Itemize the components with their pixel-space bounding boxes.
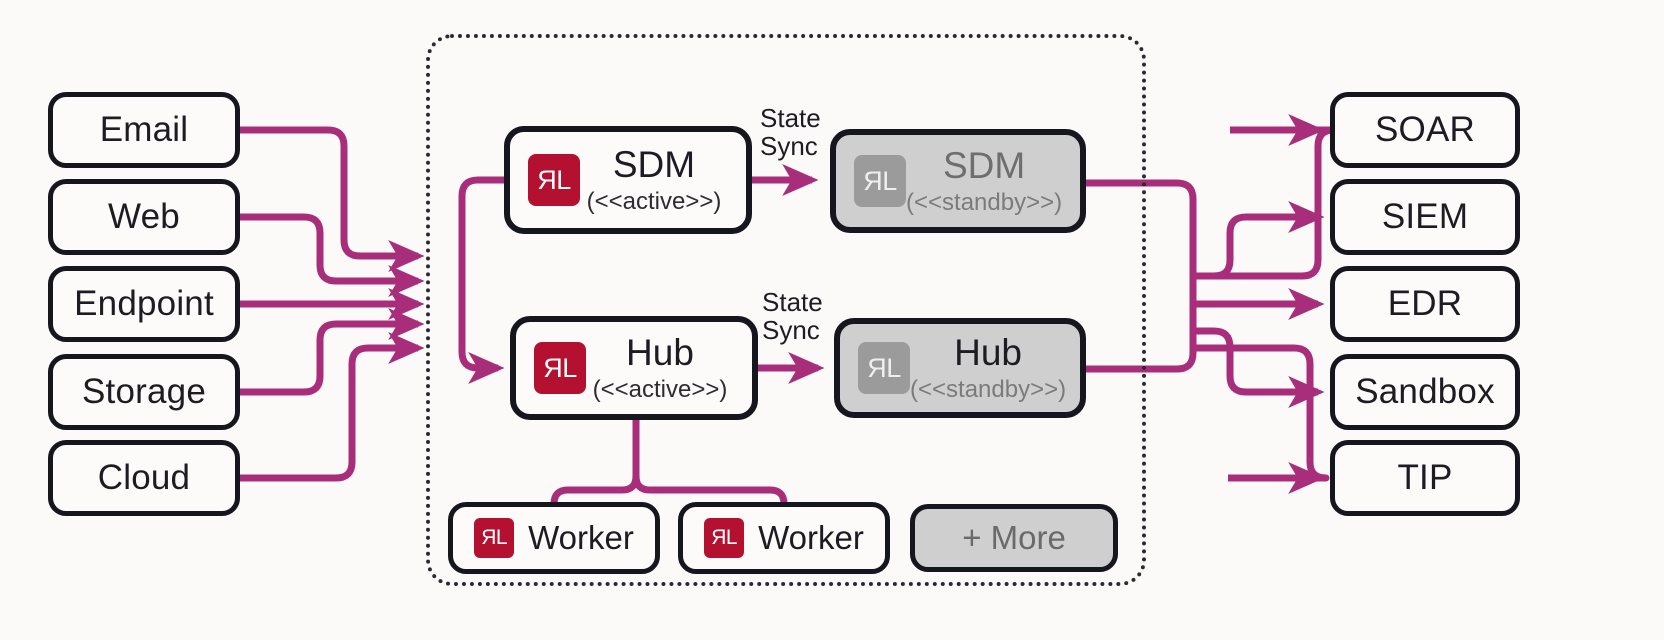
output-label: Sandbox: [1355, 372, 1495, 411]
service-title: Hub: [954, 332, 1022, 373]
worker-box-add-more[interactable]: + More: [910, 504, 1118, 572]
rl-logo-icon: ЯL: [858, 342, 910, 394]
input-box-storage[interactable]: Storage: [48, 354, 240, 430]
wire-storage: [240, 307, 425, 396]
input-label: Endpoint: [74, 284, 214, 323]
wire-soar-path: [1193, 126, 1338, 280]
input-label: Cloud: [97, 458, 191, 497]
output-label: SIEM: [1381, 197, 1469, 236]
rl-logo-icon: ЯL: [528, 154, 580, 206]
input-box-cloud[interactable]: Cloud: [48, 440, 240, 516]
service-state: (<<active>>): [592, 376, 728, 403]
input-box-web[interactable]: Web: [48, 179, 240, 255]
wire-email: [240, 126, 425, 273]
input-box-email[interactable]: Email: [48, 92, 240, 168]
wire-siem: [1193, 200, 1325, 280]
service-box-sdm-standby[interactable]: ЯL SDM (<<standby>>): [830, 129, 1086, 233]
cluster-boundary: [426, 34, 1146, 586]
service-box-hub-active[interactable]: ЯL Hub (<<active>>): [510, 316, 758, 420]
output-box-soar[interactable]: SOAR: [1330, 92, 1520, 168]
worker-label: Worker: [528, 519, 634, 556]
service-text: Hub (<<active>>): [586, 334, 752, 402]
worker-label: Worker: [758, 519, 864, 556]
service-text: SDM (<<active>>): [580, 146, 746, 214]
service-title: SDM: [612, 144, 696, 185]
service-text: Hub (<<standby>>): [910, 334, 1084, 402]
output-box-siem[interactable]: SIEM: [1330, 179, 1520, 255]
service-box-sdm-active[interactable]: ЯL SDM (<<active>>): [504, 126, 752, 234]
service-title: Hub: [626, 332, 694, 373]
wire-sandbox: [1193, 327, 1325, 409]
output-box-edr[interactable]: EDR: [1330, 266, 1520, 342]
output-box-sandbox[interactable]: Sandbox: [1330, 354, 1520, 430]
output-box-tip[interactable]: TIP: [1330, 440, 1520, 516]
service-state: (<<standby>>): [906, 189, 1063, 216]
input-box-endpoint[interactable]: Endpoint: [48, 266, 240, 342]
output-label: SOAR: [1375, 110, 1475, 149]
service-title: SDM: [942, 145, 1026, 186]
service-state: (<<standby>>): [910, 376, 1067, 403]
state-sync-label-sdm: State Sync: [760, 103, 821, 162]
add-more-label: + More: [962, 519, 1066, 556]
wire-web: [240, 213, 425, 298]
rl-logo-icon: ЯL: [854, 155, 906, 207]
worker-box-2[interactable]: ЯL Worker: [678, 502, 890, 574]
input-label: Web: [108, 197, 180, 236]
worker-box-1[interactable]: ЯL Worker: [448, 502, 660, 574]
output-label: EDR: [1387, 284, 1463, 323]
wire-tip-path: [1193, 344, 1330, 482]
rl-logo-icon: ЯL: [474, 518, 515, 558]
rl-logo-icon: ЯL: [534, 342, 586, 394]
output-label: TIP: [1397, 458, 1453, 497]
service-text: SDM (<<standby>>): [906, 147, 1080, 215]
rl-logo-icon: ЯL: [704, 518, 745, 558]
service-state: (<<active>>): [586, 188, 722, 215]
state-sync-label-hub: State Sync: [762, 287, 823, 346]
wire-cloud: [240, 331, 425, 482]
service-box-hub-standby[interactable]: ЯL Hub (<<standby>>): [834, 318, 1086, 418]
input-label: Storage: [82, 372, 206, 411]
input-label: Email: [99, 110, 189, 149]
